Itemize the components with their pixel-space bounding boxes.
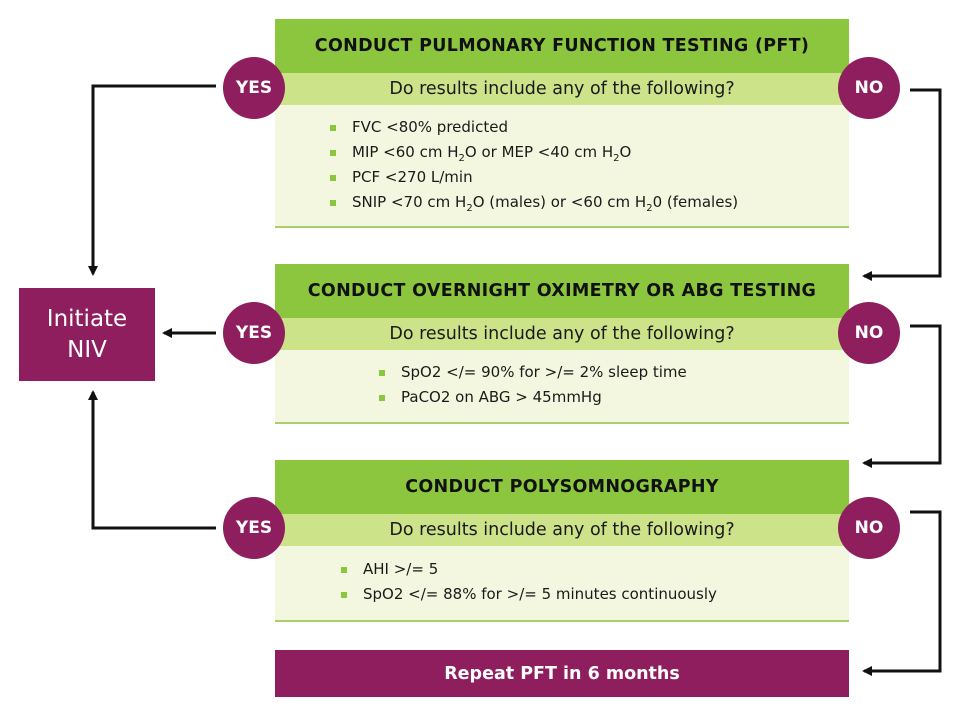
no-connector-2 [862, 324, 942, 468]
step-question: Do results include any of the following? [275, 514, 849, 546]
no-connector-3 [862, 510, 942, 676]
criteria-item: PCF <270 L/min [328, 165, 738, 190]
criteria-item: SNIP <70 cm H2O (males) or <60 cm H20 (f… [328, 190, 738, 215]
criteria-box: FVC <80% predicted MIP <60 cm H2O or MEP… [275, 105, 849, 228]
step-question: Do results include any of the following? [275, 73, 849, 105]
criteria-list: SpO2 </= 90% for >/= 2% sleep time PaCO2… [377, 360, 687, 410]
step-question: Do results include any of the following? [275, 318, 849, 350]
yes-badge: YES [223, 302, 285, 364]
yes-badge: YES [223, 497, 285, 559]
criteria-list: AHI >/= 5 SpO2 </= 88% for >/= 5 minutes… [339, 557, 717, 607]
criteria-item: SpO2 </= 88% for >/= 5 minutes continuou… [339, 582, 717, 607]
criteria-item: MIP <60 cm H2O or MEP <40 cm H2O [328, 140, 738, 165]
criteria-item: FVC <80% predicted [328, 115, 738, 140]
repeat-pft-box: Repeat PFT in 6 months [275, 650, 849, 697]
criteria-box: SpO2 </= 90% for >/= 2% sleep time PaCO2… [275, 350, 849, 424]
criteria-item: SpO2 </= 90% for >/= 2% sleep time [377, 360, 687, 385]
no-badge: NO [838, 57, 900, 119]
step-header: CONDUCT OVERNIGHT OXIMETRY OR ABG TESTIN… [275, 264, 849, 318]
initiate-niv-label: Initiate NIV [46, 305, 128, 363]
criteria-box: AHI >/= 5 SpO2 </= 88% for >/= 5 minutes… [275, 546, 849, 622]
step-header: CONDUCT POLYSOMNOGRAPHY [275, 460, 849, 514]
yes-badge: YES [223, 57, 285, 119]
no-badge: NO [838, 497, 900, 559]
no-connector-1 [862, 88, 942, 281]
step-oximetry: CONDUCT OVERNIGHT OXIMETRY OR ABG TESTIN… [275, 264, 849, 424]
criteria-item: AHI >/= 5 [339, 557, 717, 582]
criteria-item: PaCO2 on ABG > 45mmHg [377, 385, 687, 410]
step-polysomnography: CONDUCT POLYSOMNOGRAPHY Do results inclu… [275, 460, 849, 622]
step-pft: CONDUCT PULMONARY FUNCTION TESTING (PFT)… [275, 19, 849, 228]
yes-connector-3 [88, 390, 216, 530]
initiate-niv-box: Initiate NIV [19, 288, 155, 381]
yes-connector-1 [88, 84, 216, 276]
step-header: CONDUCT PULMONARY FUNCTION TESTING (PFT) [275, 19, 849, 73]
criteria-list: FVC <80% predicted MIP <60 cm H2O or MEP… [328, 115, 738, 215]
no-badge: NO [838, 302, 900, 364]
